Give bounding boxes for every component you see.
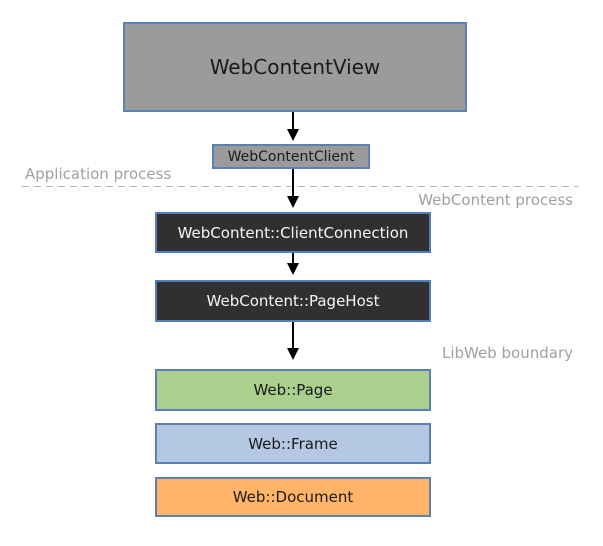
arrow-connection-to-pagehost-head — [287, 263, 299, 275]
label-webcontent-process: WebContent process — [418, 191, 573, 209]
label-libweb-boundary: LibWeb boundary — [442, 344, 573, 362]
arrow-connection-to-pagehost-line — [292, 253, 294, 263]
node-webcontentview: WebContentView — [123, 22, 467, 112]
arrow-view-to-client-line — [292, 112, 294, 129]
node-web-document: Web::Document — [155, 477, 431, 517]
arrow-pagehost-to-page-head — [287, 348, 299, 360]
arrow-client-to-connection-line — [292, 169, 294, 196]
arrow-client-to-connection-head — [287, 196, 299, 208]
node-webcontent-clientconnection: WebContent::ClientConnection — [155, 212, 431, 253]
node-webcontent-pagehost: WebContent::PageHost — [155, 280, 431, 322]
node-web-page: Web::Page — [155, 369, 431, 411]
arrow-pagehost-to-page-line — [292, 322, 294, 348]
label-application-process: Application process — [25, 165, 172, 183]
node-web-frame: Web::Frame — [155, 423, 431, 464]
process-boundary-dashed-line — [22, 186, 578, 187]
arrow-view-to-client-head — [287, 129, 299, 141]
node-webcontentclient: WebContentClient — [212, 144, 370, 169]
